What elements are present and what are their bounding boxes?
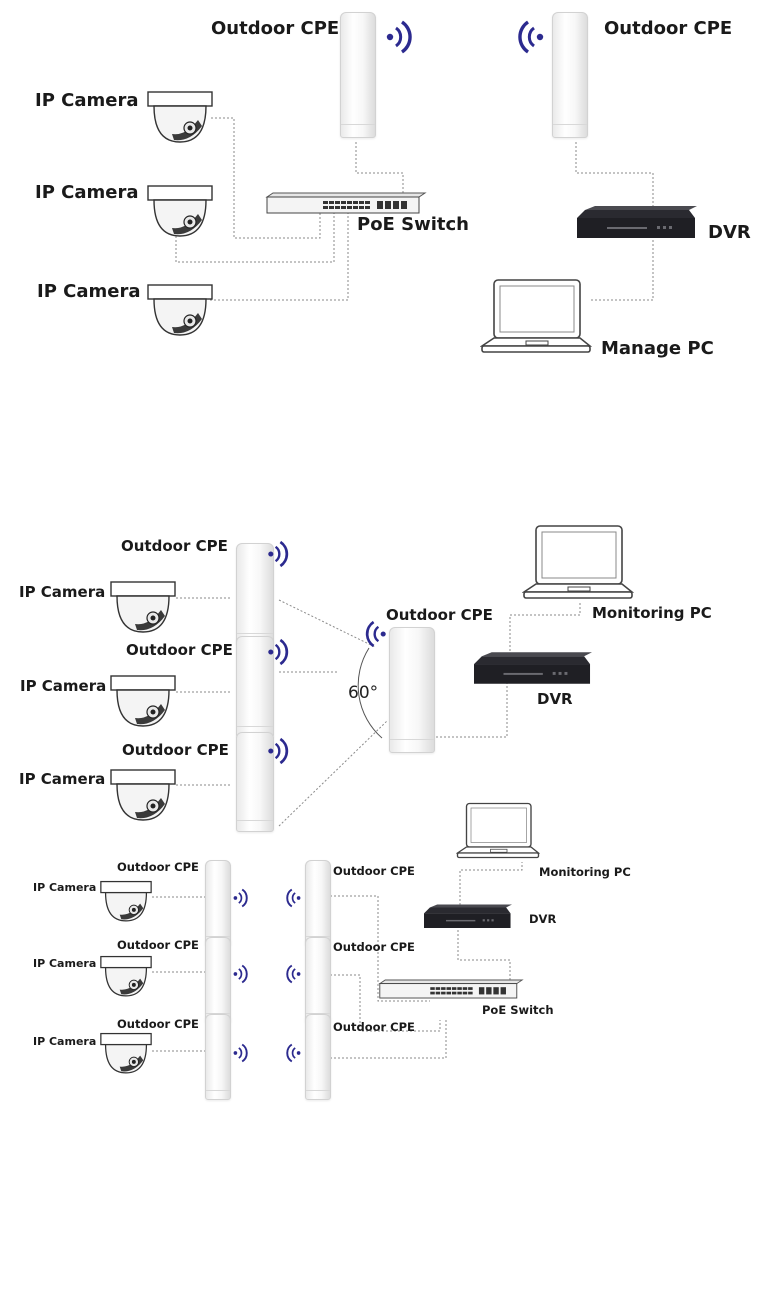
cpe-label: Outdoor CPE bbox=[333, 864, 415, 878]
laptop-icon bbox=[480, 279, 592, 353]
outdoor-cpe-device bbox=[236, 543, 274, 645]
wifi-signal-icon bbox=[518, 20, 544, 54]
outdoor-cpe-device bbox=[205, 937, 231, 1023]
poe-switch-icon bbox=[265, 192, 427, 214]
wire-d2-dvr-pc bbox=[509, 602, 581, 655]
camera-label: IP Camera bbox=[33, 1035, 97, 1048]
laptop-icon bbox=[522, 525, 634, 599]
pc-label: Manage PC bbox=[601, 338, 714, 359]
outdoor-cpe-device bbox=[552, 12, 588, 138]
angle-label: 60° bbox=[348, 683, 379, 703]
wire-d3-cpe2-switch bbox=[330, 974, 441, 1032]
ip-camera-icon bbox=[110, 675, 176, 727]
wifi-signal-icon bbox=[233, 964, 248, 984]
angle-arc bbox=[357, 647, 383, 739]
wire-d3-cpe1-switch bbox=[330, 895, 430, 1002]
dvr-device-icon bbox=[474, 652, 592, 684]
outdoor-cpe-device bbox=[236, 636, 274, 738]
ip-camera-icon bbox=[100, 1032, 152, 1074]
pc-label: Monitoring PC bbox=[539, 865, 631, 879]
outdoor-cpe-device bbox=[205, 860, 231, 946]
wifi-signal-icon bbox=[233, 1043, 248, 1063]
wire-dvr-pc bbox=[590, 240, 654, 301]
wifi-signal-icon bbox=[268, 737, 289, 765]
ip-camera-icon bbox=[110, 769, 176, 821]
switch-label: PoE Switch bbox=[482, 1003, 554, 1017]
wifi-signal-icon bbox=[268, 638, 289, 666]
pc-label: Monitoring PC bbox=[592, 604, 712, 622]
cpe-label: Outdoor CPE bbox=[117, 1017, 199, 1031]
wire-cpe-dvr bbox=[575, 142, 654, 210]
wire-camera1-switch bbox=[211, 117, 321, 239]
cpe-label: Outdoor CPE bbox=[121, 537, 228, 555]
wire-cpe-switch bbox=[355, 142, 404, 193]
camera-label: IP Camera bbox=[33, 881, 97, 894]
wifi-signal-icon bbox=[268, 540, 289, 568]
wire-d2-cpe-dvr bbox=[432, 682, 508, 738]
outdoor-cpe-device bbox=[305, 937, 331, 1023]
outdoor-cpe-device bbox=[305, 1014, 331, 1100]
ip-camera-icon bbox=[147, 91, 213, 143]
dvr-label: DVR bbox=[708, 222, 751, 243]
cpe-label: Outdoor CPE bbox=[126, 641, 233, 659]
wire-camera3-switch bbox=[210, 213, 349, 301]
wire-d2-beam1 bbox=[278, 599, 376, 648]
wire-d3-cpe3-switch bbox=[330, 1020, 447, 1059]
outdoor-cpe-device bbox=[340, 12, 376, 138]
dvr-label: DVR bbox=[529, 912, 557, 926]
camera-label: IP Camera bbox=[37, 281, 141, 302]
ip-camera-icon bbox=[147, 284, 213, 336]
camera-label: IP Camera bbox=[19, 583, 106, 601]
wifi-signal-icon bbox=[365, 620, 386, 648]
cpe-label: Outdoor CPE bbox=[117, 860, 199, 874]
wire-d2-beam3 bbox=[278, 719, 389, 827]
ip-camera-icon bbox=[110, 581, 176, 633]
central-outdoor-cpe-device bbox=[389, 627, 435, 753]
camera-label: IP Camera bbox=[33, 957, 97, 970]
wire-d3-dvr-pc bbox=[459, 862, 523, 905]
wifi-signal-icon bbox=[286, 888, 301, 908]
outdoor-cpe-device bbox=[305, 860, 331, 946]
camera-label: IP Camera bbox=[20, 677, 107, 695]
cpe-label: Outdoor CPE bbox=[122, 741, 229, 759]
ip-camera-icon bbox=[100, 955, 152, 997]
switch-label: PoE Switch bbox=[357, 214, 469, 235]
cpe-label: Outdoor CPE bbox=[604, 18, 733, 39]
wifi-signal-icon bbox=[386, 20, 412, 54]
camera-label: IP Camera bbox=[19, 770, 106, 788]
outdoor-cpe-device bbox=[205, 1014, 231, 1100]
cpe-label: Outdoor CPE bbox=[333, 1020, 415, 1034]
ip-camera-icon bbox=[100, 880, 152, 922]
dvr-label: DVR bbox=[537, 690, 573, 708]
wire-d3-dvr-switch bbox=[457, 930, 511, 981]
wifi-signal-icon bbox=[286, 1043, 301, 1063]
central-cpe-label: Outdoor CPE bbox=[386, 606, 493, 624]
camera-label: IP Camera bbox=[35, 90, 139, 111]
camera-label: IP Camera bbox=[35, 182, 139, 203]
poe-switch-icon bbox=[378, 979, 524, 999]
outdoor-cpe-device bbox=[236, 732, 274, 832]
cpe-label: Outdoor CPE bbox=[333, 940, 415, 954]
cpe-label: Outdoor CPE bbox=[211, 18, 340, 39]
laptop-icon bbox=[456, 802, 540, 859]
ip-camera-icon bbox=[147, 185, 213, 237]
wire-camera2-switch bbox=[175, 213, 335, 263]
wifi-signal-icon bbox=[233, 888, 248, 908]
cpe-label: Outdoor CPE bbox=[117, 938, 199, 952]
wifi-signal-icon bbox=[286, 964, 301, 984]
dvr-device-icon bbox=[577, 206, 697, 238]
dvr-device-icon bbox=[424, 904, 512, 928]
